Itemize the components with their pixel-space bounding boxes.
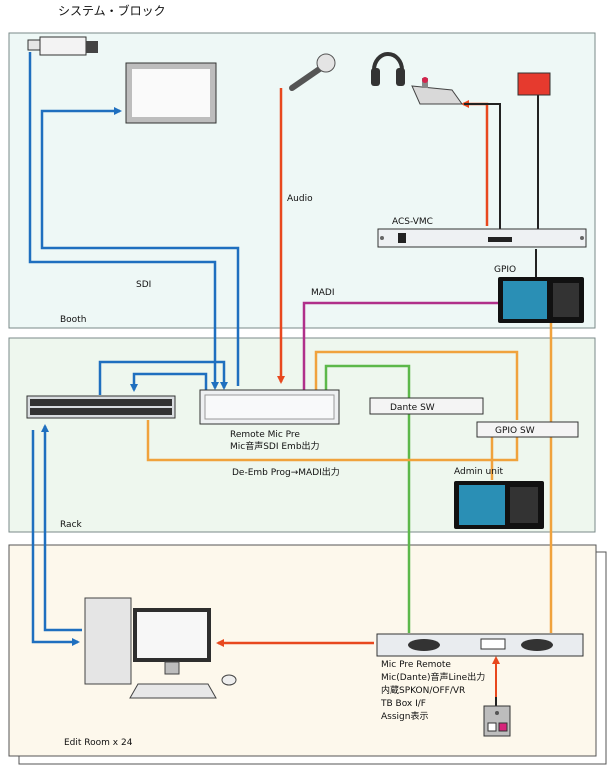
admin-unit-device (454, 481, 544, 529)
dante-line-rmp (324, 364, 411, 398)
sdi-line-pc-b (41, 424, 82, 632)
microphone-icon (289, 53, 336, 91)
acs-vmc-label: ACS-VMC (392, 217, 433, 227)
camera-icon (27, 36, 98, 56)
headset-icon (371, 52, 405, 86)
acs-vmc-device (377, 228, 587, 248)
patch-bay-device (26, 395, 176, 419)
mic-pre-remote-line3: TB Box I/F (380, 699, 426, 709)
deemb-label: De-Emb Prog→MADI出力 (232, 466, 340, 478)
mic-pre-remote-line4: Assign表示 (381, 710, 428, 722)
gpio-sw-device (476, 421, 579, 438)
gpio-sw-label: GPIO SW (495, 426, 535, 436)
sdi-line-monitor (40, 107, 240, 386)
talkback-box-icon (411, 77, 463, 105)
remote-mic-pre-label: Remote Mic Pre (230, 430, 300, 440)
mic-pre-remote-device (376, 633, 584, 657)
diagram-title: システム・ブロック (58, 3, 166, 18)
edit-room-label: Edit Room x 24 (64, 738, 133, 748)
rack-label: Rack (60, 520, 83, 530)
admin-unit-label: Admin unit (454, 467, 503, 477)
remote-mic-pre-sub-label: Mic音声SDI Emb出力 (230, 440, 320, 452)
remote-mic-pre-device (199, 389, 340, 425)
madi-label: MADI (311, 288, 335, 298)
sdi-label: SDI (136, 280, 151, 290)
tb-box-icon (483, 705, 511, 737)
audio-label: Audio (287, 194, 313, 204)
mic-pre-remote-line1: Mic(Dante)音声Line出力 (381, 671, 485, 683)
sdi-line-pc-a (31, 430, 80, 646)
gpio-line-patch (146, 420, 519, 462)
dante-sw-device (369, 397, 484, 415)
mic-pre-remote-line2: 内蔵SPKON/OFF/VR (381, 684, 465, 696)
gpio-line-rmp (314, 350, 519, 420)
gpio-panel-device (498, 277, 584, 323)
mic-pre-remote-label: Mic Pre Remote (381, 660, 451, 670)
booth-label: Booth (60, 315, 86, 325)
sdi-line-camera (28, 52, 219, 390)
madi-line (302, 301, 498, 390)
gpio-label: GPIO (494, 265, 516, 275)
sdi-line-patch-a (98, 360, 228, 395)
monitor-icon (125, 62, 217, 124)
pc-icon (84, 597, 237, 699)
dante-sw-label: Dante SW (390, 403, 435, 413)
sdi-line-patch-b (130, 372, 208, 392)
cable-acs-vmc-a (464, 103, 501, 229)
tally-lamp-icon (517, 72, 551, 96)
